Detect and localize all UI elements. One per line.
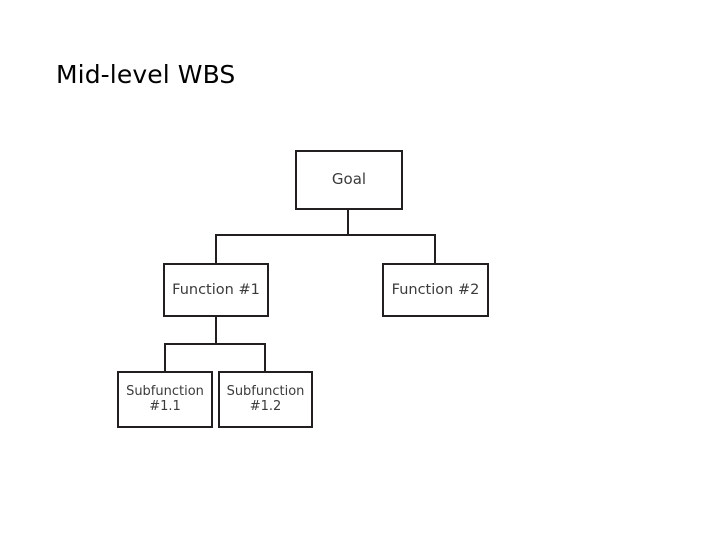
connector-function-1-to-bus bbox=[215, 316, 217, 344]
connector-bus-bottom bbox=[164, 343, 266, 345]
wbs-node-function-1-label: Function #1 bbox=[172, 281, 260, 298]
wbs-node-subfunction-12-line2: #1.2 bbox=[249, 398, 282, 414]
connector-bus-top bbox=[215, 234, 436, 236]
wbs-node-function-2-label: Function #2 bbox=[391, 281, 480, 298]
wbs-node-subfunction-12[interactable]: Subfunction #1.2 bbox=[218, 371, 313, 428]
wbs-node-subfunction-11-line1: Subfunction bbox=[126, 383, 204, 399]
wbs-node-function-1[interactable]: Function #1 bbox=[163, 263, 269, 317]
wbs-node-subfunction-11-line2: #1.1 bbox=[149, 398, 181, 414]
connector-bus-to-subfunction-12 bbox=[264, 343, 266, 372]
connector-bus-to-subfunction-11 bbox=[164, 343, 166, 372]
wbs-node-function-2[interactable]: Function #2 bbox=[382, 263, 489, 317]
wbs-node-subfunction-12-label: Subfunction #1.2 bbox=[220, 383, 311, 415]
wbs-node-subfunction-11[interactable]: Subfunction #1.1 bbox=[117, 371, 213, 428]
connector-bus-to-function-2 bbox=[434, 234, 436, 264]
wbs-node-goal-label: Goal bbox=[331, 170, 367, 189]
wbs-node-subfunction-11-label: Subfunction #1.1 bbox=[119, 383, 211, 415]
connector-goal-to-bus bbox=[347, 209, 349, 235]
wbs-node-goal[interactable]: Goal bbox=[295, 150, 403, 210]
connector-bus-to-function-1 bbox=[215, 234, 217, 264]
page-title: Mid-level WBS bbox=[56, 60, 236, 89]
wbs-node-subfunction-12-line1: Subfunction bbox=[226, 383, 305, 399]
